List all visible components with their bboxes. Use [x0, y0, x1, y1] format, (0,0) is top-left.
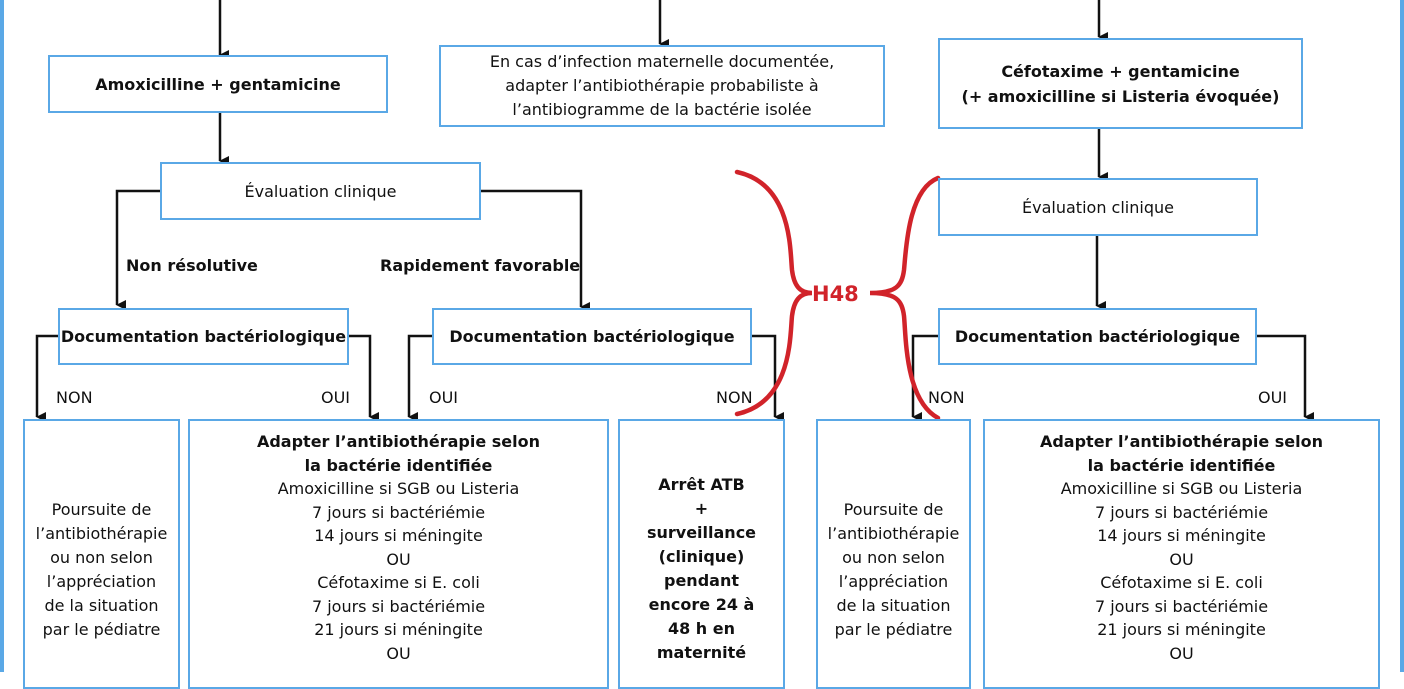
- drug-box-amoxicilline-gentamicine: Amoxicilline + gentamicine: [48, 55, 388, 113]
- poursuite-line: l’appréciation: [838, 572, 949, 591]
- poursuite-line: de la situation: [44, 596, 159, 615]
- adapt-title: la bactérie identifiée: [304, 455, 493, 475]
- h48-left-brace: [734, 169, 813, 417]
- arret-line: maternité: [656, 643, 747, 662]
- doc-label: Documentation bactériologique: [954, 327, 1241, 346]
- adapt-box-right: Adapter l’antibiothérapie selon la bacté…: [983, 419, 1380, 689]
- adapt-line: 21 jours si méningite: [1097, 620, 1266, 639]
- arret-line: Arrêt ATB: [658, 475, 745, 494]
- adapt-line: OU: [386, 643, 411, 663]
- adapt-box-left: Adapter l’antibiothérapie selon la bacté…: [188, 419, 609, 689]
- label-non-right: NON: [928, 388, 965, 407]
- label-rapidement-favorable: Rapidement favorable: [380, 256, 581, 275]
- branch-non-left: [35, 334, 58, 422]
- poursuite-box-left: Poursuite de l’antibiothérapie ou non se…: [23, 419, 180, 689]
- doc-label: Documentation bactériologique: [449, 327, 735, 346]
- poursuite-line: l’appréciation: [46, 572, 157, 591]
- poursuite-box-right: Poursuite de l’antibiothérapie ou non se…: [816, 419, 971, 689]
- poursuite-line: Poursuite de: [51, 500, 152, 519]
- branch-oui-right: [1257, 334, 1314, 422]
- adapt-line: 7 jours si bactériémie: [1094, 502, 1269, 522]
- adapt-line: 7 jours si bactériémie: [311, 596, 486, 616]
- poursuite-line: l’antibiothérapie: [35, 524, 168, 543]
- poursuite-line: ou non selon: [50, 548, 153, 567]
- adapt-title: Adapter l’antibiothérapie selon: [1039, 432, 1324, 451]
- adapt-line: 7 jours si bactériémie: [311, 502, 486, 522]
- poursuite-line: de la situation: [836, 596, 951, 615]
- adapt-line: OU: [386, 549, 411, 569]
- doc-label: Documentation bactériologique: [60, 327, 347, 346]
- doc-box-left-b: Documentation bactériologique: [432, 308, 752, 365]
- arret-line: (clinique): [658, 547, 745, 566]
- branch-rapidement-favorable: [481, 189, 590, 312]
- label-oui-right: OUI: [1258, 388, 1288, 407]
- adapt-line: Amoxicilline si SGB ou Listeria: [1060, 479, 1303, 498]
- eval-label: Évaluation clinique: [1022, 197, 1174, 217]
- label-oui-center: OUI: [429, 388, 459, 407]
- poursuite-line: par le pédiatre: [42, 620, 161, 639]
- doc-box-left-a: Documentation bactériologique: [58, 308, 349, 365]
- eval-box-right: Évaluation clinique: [938, 178, 1258, 236]
- label-oui-left: OUI: [321, 388, 351, 407]
- arret-line: pendant: [664, 571, 739, 590]
- h48-label: H48: [812, 282, 859, 306]
- adapt-line: 21 jours si méningite: [314, 620, 483, 639]
- adapt-line: 14 jours si méningite: [1097, 526, 1266, 545]
- adapt-line: Amoxicilline si SGB ou Listeria: [277, 479, 520, 498]
- connector-lines: [35, 0, 1314, 422]
- arret-line: encore 24 à: [648, 595, 755, 614]
- branch-non-right: [911, 334, 938, 422]
- arret-line: +: [694, 499, 709, 518]
- info-line: adapter l’antibiothérapie probabiliste à: [505, 76, 819, 95]
- label-non-left: NON: [56, 388, 93, 407]
- arret-line: surveillance: [646, 523, 757, 542]
- poursuite-line: l’antibiothérapie: [827, 524, 960, 543]
- eval-label: Évaluation clinique: [244, 181, 397, 201]
- arret-atb-box: Arrêt ATB + surveillance (clinique) pend…: [618, 419, 785, 689]
- label-non-resolutive: Non résolutive: [126, 256, 258, 275]
- drug-box-cefotaxime-gentamicine: Céfotaxime + gentamicine (+ amoxicilline…: [938, 38, 1303, 129]
- drug-label: (+ amoxicilline si Listeria évoquée): [961, 86, 1280, 106]
- poursuite-line: par le pédiatre: [834, 620, 953, 639]
- adapt-line: Céfotaxime si E. coli: [1100, 573, 1263, 592]
- h48-right-brace: [869, 175, 941, 421]
- eval-box-left: Évaluation clinique: [160, 162, 481, 220]
- branch-non-resolutive: [115, 189, 160, 310]
- adapt-line: OU: [1169, 549, 1194, 569]
- poursuite-line: Poursuite de: [843, 500, 944, 519]
- branch-oui-left: [349, 334, 379, 422]
- poursuite-line: ou non selon: [842, 548, 945, 567]
- adapt-line: 7 jours si bactériémie: [1094, 596, 1269, 616]
- adapt-line: OU: [1169, 643, 1194, 663]
- adapt-line: 14 jours si méningite: [314, 526, 483, 545]
- info-line: En cas d’infection maternelle documentée…: [489, 52, 835, 71]
- info-line: l’antibiogramme de la bactérie isolée: [512, 100, 812, 119]
- adapt-title: la bactérie identifiée: [1087, 455, 1276, 475]
- branch-oui-center: [407, 334, 432, 422]
- arret-line: 48 h en: [667, 619, 736, 638]
- label-non-center: NON: [716, 388, 753, 407]
- doc-box-right: Documentation bactériologique: [938, 308, 1257, 365]
- drug-label: Amoxicilline + gentamicine: [95, 74, 341, 94]
- adapt-line: Céfotaxime si E. coli: [317, 573, 480, 592]
- info-box-infection-maternelle: En cas d’infection maternelle documentée…: [439, 45, 885, 127]
- drug-label: Céfotaxime + gentamicine: [1001, 61, 1240, 81]
- adapt-title: Adapter l’antibiothérapie selon: [256, 432, 541, 451]
